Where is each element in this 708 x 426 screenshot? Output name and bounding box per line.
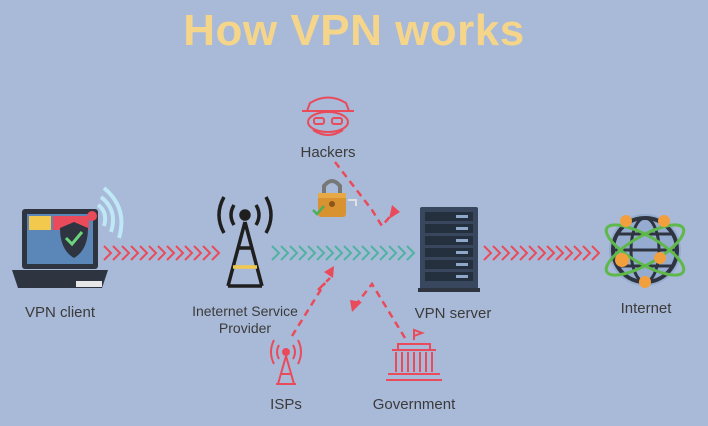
isp-label-line1: Ineternet Service [192, 303, 298, 319]
government-intercept-arrow [357, 281, 407, 339]
internet-label: Internet [620, 300, 672, 317]
page-title: How VPN works [183, 6, 525, 55]
isp-arrow-head [324, 266, 334, 278]
isps-label: ISPs [270, 396, 302, 413]
hacker-icon [302, 96, 354, 136]
hacker-arrow-head [389, 205, 400, 219]
server-to-internet-chevrons [483, 245, 601, 261]
government-label: Government [372, 396, 456, 413]
vpn-server-label: VPN server [414, 305, 492, 322]
wifi-signal-icon [87, 186, 124, 239]
isp-label-line2: Provider [218, 320, 272, 336]
government-arrow-head [350, 300, 362, 312]
hackers-label: Hackers [300, 144, 356, 161]
isp-intercept-arrow [290, 277, 331, 337]
server-rack-icon [418, 207, 480, 292]
client-to-isp-chevrons [103, 245, 221, 261]
isp-label: Ineternet Service Provider [178, 303, 312, 337]
vpn-client-label: VPN client [24, 304, 96, 321]
padlock-icon [312, 179, 357, 217]
cell-tower-icon [217, 196, 273, 288]
radio-tower-icon [270, 339, 302, 385]
encrypted-tunnel-chevrons [271, 245, 416, 261]
globe-network-icon [604, 214, 686, 288]
laptop-shield-icon [12, 209, 108, 288]
government-building-icon [386, 328, 442, 381]
hacker-intercept-arrow [334, 161, 393, 229]
